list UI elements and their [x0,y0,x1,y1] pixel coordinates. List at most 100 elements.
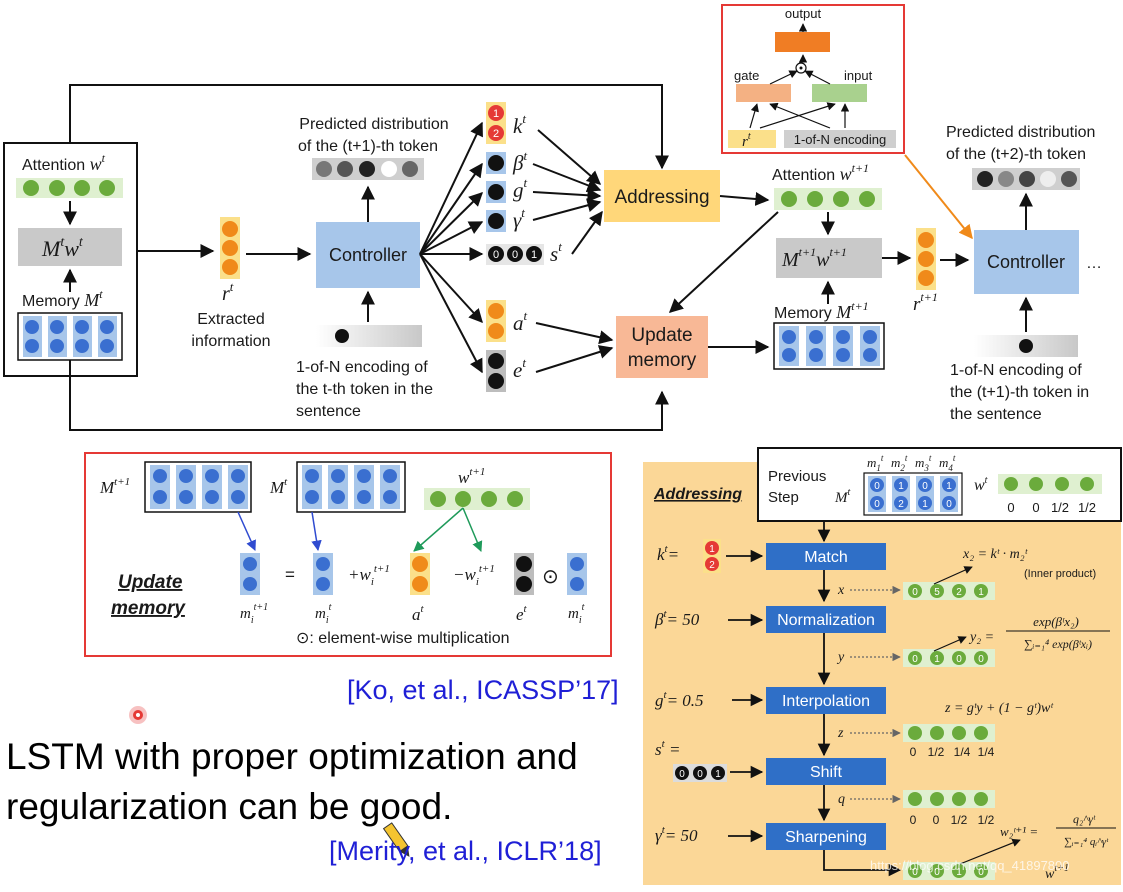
normalization-label: Normalization [777,612,875,629]
lstm-text-line-1: LSTM with proper optimization and [6,736,578,777]
attention-feedback-line [69,84,669,170]
odot-sign: ⊙ [542,566,559,588]
m-old-label: mit [315,602,332,626]
w-out-label: wt+1 [1045,863,1069,882]
odot-note: ⊙: element-wise multiplication [296,630,509,647]
m-column-labels: m1t m2t m3t m4t [867,453,956,473]
r2-label: rt+1 [913,290,938,315]
extracted-label-1: Extracted [197,311,265,328]
beta-lhs: βt= 50 [654,608,700,629]
predicted-distribution-t1 [312,158,424,180]
memory-label: Memory Mt [22,287,103,310]
previous-label-1: Previous [768,468,826,485]
inset-encoding-label: 1-of-N encoding [794,132,887,147]
w-label: wt+1 [458,466,485,487]
memory-module-box [3,142,138,377]
svg-text:0: 0 [978,654,984,665]
update-title-1: Update [118,572,183,593]
memory2-label: Memory Mt+1 [774,299,869,322]
read-label: Mtwt [41,235,84,261]
q-vector [908,792,988,806]
enc2-label-3: the sentence [950,406,1042,423]
sharpening-label: Sharpening [785,829,867,846]
r-label: rt [222,279,234,305]
svg-text:m2t: m2t [891,453,908,473]
svg-text:1: 1 [922,499,928,510]
enc-label-2: the t-th token in the [296,381,433,398]
addressing-label: Addressing [614,187,709,208]
pred2-label-1: Predicted distribution [946,124,1095,141]
g-label: gt [513,175,528,202]
s-label: st [550,239,562,266]
update-label-1: Update [631,325,692,346]
svg-text:1: 1 [715,769,721,780]
plus-w: +wit+1 [348,563,390,588]
svg-text:1/2: 1/2 [1051,500,1069,515]
sharpening-step [766,823,886,850]
pred2-label-2: of the (t+2)-th token [946,146,1086,163]
k-label: kt [513,111,526,138]
enc2-label-1: 1-of-N encoding of [950,362,1082,379]
gamma-label: γt [513,205,525,232]
svg-text:0: 0 [956,654,962,665]
extracted-label-2: information [191,333,270,350]
match-step [766,543,886,570]
y2-numerator: exp(βᵗx₂) [1033,614,1079,629]
q-values: 0 0 1/2 1/2 [910,813,995,827]
s-lhs: st = [655,738,680,759]
w2-numerator: q₂^γᵗ [1073,812,1096,826]
read-box [18,228,122,266]
svg-text:0: 0 [910,813,917,827]
svg-text:0: 0 [922,481,928,492]
svg-text:0: 0 [934,867,940,878]
interpolation-step [766,687,886,714]
inset-r-label: rt [742,131,751,150]
read-vector-r [220,217,240,279]
svg-text:1: 1 [709,544,715,555]
m-new-label: mit+1 [240,602,268,626]
w2-lhs: w₂ᵗ⁺¹ = [1000,824,1038,839]
equals-sign: = [285,565,295,584]
attention-vector-bg [16,178,123,198]
enc2-label-2: the (t+1)-th token in [950,384,1089,401]
ellipsis: … [1086,255,1102,272]
mt-label: Mt [269,476,288,497]
read2-label: Mt+1wt+1 [781,245,847,271]
predicted-distribution-t2 [972,168,1080,190]
encoding-bar [316,325,422,347]
svg-text:1/4: 1/4 [954,745,971,759]
svg-text:0: 0 [912,587,918,598]
controller2-box [974,230,1079,294]
svg-text:1: 1 [978,587,984,598]
e-label: et [513,355,526,382]
w2-denominator: ∑ᵢ₌₁⁴ qᵢ^γᵗ [1064,836,1109,848]
svg-text:1/2: 1/2 [978,813,995,827]
enc-label-3: sentence [296,403,361,420]
read-vector-r2 [916,228,936,290]
x-vector: 0 5 2 1 [908,584,988,598]
a-label: at [513,308,528,335]
svg-text:1/2: 1/2 [1078,500,1096,515]
svg-text:m1t: m1t [867,453,884,473]
a-sym-label: at [412,603,425,624]
controller-label: Controller [329,245,407,265]
w-vector [430,491,523,507]
svg-text:1: 1 [946,481,952,492]
svg-text:0: 0 [874,481,880,492]
svg-text:1/2: 1/2 [951,813,968,827]
laser-pointer-dot [129,706,147,724]
wt-label: wt [974,475,988,494]
s-digit: 1 [531,249,537,261]
svg-text:2: 2 [956,587,962,598]
beta-label: βt [512,148,527,175]
s-digit: 0 [493,249,499,261]
svg-text:0: 0 [978,867,984,878]
svg-text:0: 0 [910,745,917,759]
svg-text:1: 1 [898,481,904,492]
prev-memory-matrix: 0 1 0 1 0 2 1 0 [863,472,963,516]
m-old2-label: mit [568,602,585,626]
controller-box [316,222,420,288]
mt-matrix [296,461,406,513]
read2-box [776,238,882,278]
